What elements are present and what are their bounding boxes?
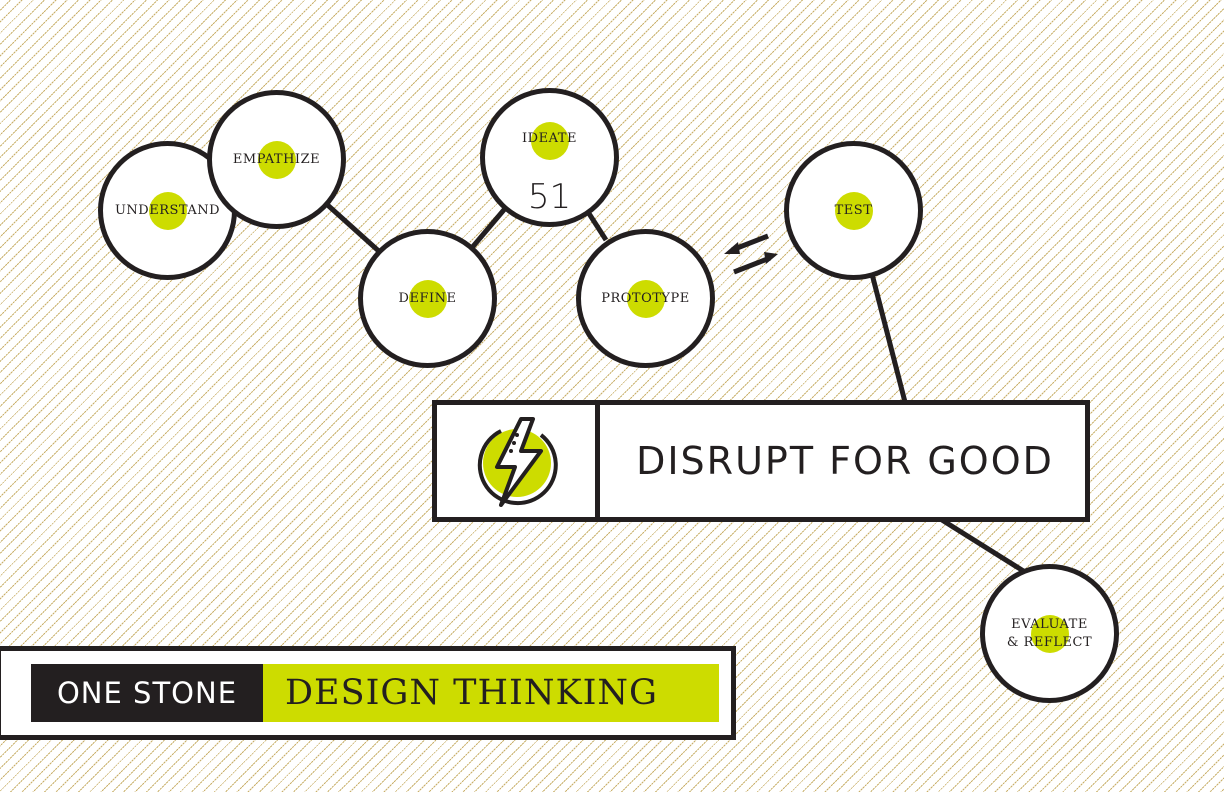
connector-banner-evaluate bbox=[940, 517, 1027, 575]
node-label-test: TEST bbox=[834, 202, 873, 218]
node-ideate: IDEATE 51 bbox=[480, 88, 619, 227]
connector-ideate-prototype bbox=[585, 210, 609, 242]
lightning-bolt-icon bbox=[477, 417, 558, 507]
node-label-ideate: IDEATE bbox=[522, 131, 577, 146]
node-dot bbox=[148, 191, 187, 230]
banner-icon-cell bbox=[437, 405, 600, 517]
node-label-empathize: EMPATHIZE bbox=[232, 151, 321, 167]
brand-name: ONE STONE bbox=[31, 664, 263, 722]
node-dot bbox=[408, 279, 447, 318]
connector-test-banner bbox=[869, 273, 908, 403]
node-dot bbox=[257, 140, 296, 179]
brand-footer: ONE STONE DESIGN THINKING bbox=[0, 646, 736, 740]
node-label-understand: UNDERSTAND bbox=[114, 202, 221, 218]
node-define: DEFINE bbox=[358, 229, 497, 368]
node-test: TEST bbox=[784, 141, 923, 280]
node-dot bbox=[626, 279, 665, 318]
connector-empathize-define bbox=[320, 198, 384, 256]
node-prototype: PROTOTYPE bbox=[576, 229, 715, 368]
node-label-prototype: PROTOTYPE bbox=[601, 290, 690, 306]
connector-define-ideate bbox=[468, 203, 510, 252]
disrupt-banner: DISRUPT FOR GOOD bbox=[432, 400, 1090, 522]
node-dot bbox=[834, 191, 873, 230]
brand-tagline: DESIGN THINKING bbox=[263, 664, 719, 722]
node-dot bbox=[530, 122, 569, 160]
node-number: 51 bbox=[527, 177, 572, 217]
node-label-evaluate: EVALUATE & REFLECT bbox=[1006, 616, 1093, 650]
node-label-define: DEFINE bbox=[398, 290, 457, 306]
node-evaluate-reflect: EVALUATE & REFLECT bbox=[980, 564, 1119, 703]
node-dot bbox=[1030, 614, 1069, 653]
banner-title: DISRUPT FOR GOOD bbox=[636, 439, 1054, 483]
exchange-arrows-icon bbox=[724, 233, 778, 275]
node-empathize: EMPATHIZE bbox=[207, 90, 346, 229]
